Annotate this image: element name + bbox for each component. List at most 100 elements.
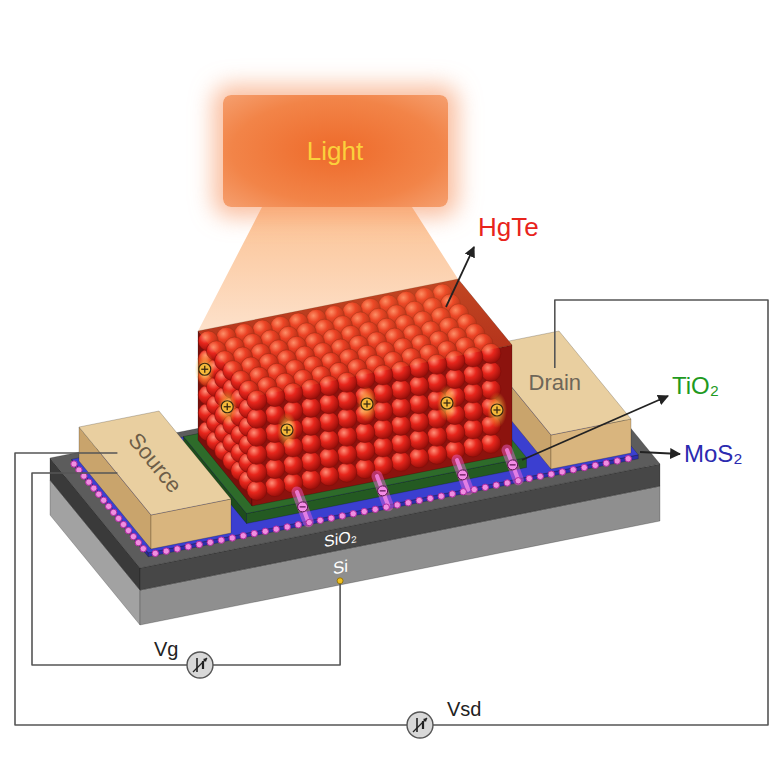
leader-arrow bbox=[446, 247, 474, 307]
material-label: TiO₂ bbox=[672, 372, 719, 400]
electron-dot bbox=[86, 479, 92, 485]
hgte-nanocrystal bbox=[319, 448, 339, 468]
electron-transfer bbox=[507, 450, 518, 480]
hgte-nanocrystal bbox=[391, 451, 411, 471]
electron-dot bbox=[350, 511, 356, 517]
electron-dot bbox=[81, 473, 87, 479]
electron-symbol bbox=[460, 474, 466, 475]
hole-glow bbox=[487, 392, 507, 428]
hole-symbol bbox=[199, 363, 211, 375]
electron-dot bbox=[416, 497, 422, 503]
hgte-nanocrystal bbox=[247, 444, 267, 464]
electron-dot bbox=[251, 530, 257, 536]
hole-glow bbox=[217, 389, 237, 425]
circuit-wire bbox=[32, 473, 340, 665]
hole-glow bbox=[357, 386, 377, 422]
hole-symbol bbox=[281, 424, 293, 436]
hgte-nanocrystal bbox=[409, 412, 429, 432]
hole-symbol bbox=[227, 403, 228, 410]
hgte-nanocrystal bbox=[409, 376, 429, 396]
leader-arrow bbox=[522, 396, 668, 460]
hgte-nanocrystal bbox=[481, 433, 501, 453]
material-label: HgTe bbox=[478, 212, 539, 243]
hgte-nanocrystal bbox=[301, 451, 321, 471]
hole-symbol bbox=[221, 401, 233, 413]
hgte-nanocrystal bbox=[355, 441, 375, 461]
hole-symbol bbox=[496, 407, 497, 414]
electron-symbol bbox=[508, 460, 518, 470]
hgte-nanocrystal bbox=[247, 480, 267, 500]
hgte-nanocrystal bbox=[337, 444, 357, 464]
voltage-source-symbol bbox=[193, 658, 207, 672]
substrate-layer: Si bbox=[329, 555, 352, 579]
electron-dot bbox=[460, 489, 466, 495]
hgte-nanocrystal bbox=[463, 383, 483, 403]
hgte-nanocrystal bbox=[409, 448, 429, 468]
hgte-nanocrystal bbox=[301, 415, 321, 435]
hole-symbol bbox=[441, 397, 453, 409]
node-text: Drain bbox=[529, 370, 582, 396]
hgte-nanocrystal bbox=[319, 412, 339, 432]
edge-label-text: Vg bbox=[154, 638, 178, 661]
electron-dot bbox=[130, 533, 136, 539]
hgte-nanocrystal bbox=[247, 408, 267, 428]
hole-glow bbox=[195, 351, 215, 387]
electron-dot bbox=[174, 546, 180, 552]
electron-dot bbox=[101, 497, 107, 503]
hgte-nanocrystal bbox=[463, 365, 483, 385]
electron-dot bbox=[515, 478, 521, 484]
hole-symbol bbox=[204, 366, 205, 373]
electron-dot bbox=[115, 515, 121, 521]
hgte-nanocrystal bbox=[283, 455, 303, 475]
electron-dot bbox=[372, 506, 378, 512]
electron-symbol bbox=[378, 486, 388, 496]
electron-dot bbox=[504, 480, 510, 486]
voltage-source-symbol bbox=[416, 718, 418, 732]
drain-electrode: Drain bbox=[523, 368, 588, 398]
hgte-nanocrystal bbox=[337, 426, 357, 446]
hgte-nanocrystal bbox=[391, 397, 411, 417]
hgte-nanocrystal bbox=[265, 477, 285, 497]
electron-transfer bbox=[377, 476, 388, 506]
hole-symbol bbox=[361, 398, 373, 410]
voltage-label: Vsd bbox=[445, 698, 483, 721]
hgte-nanocrystal bbox=[481, 361, 501, 381]
hgte-nanocrystal bbox=[373, 437, 393, 457]
hole-symbol bbox=[366, 401, 367, 408]
hgte-nanocrystal bbox=[463, 401, 483, 421]
hgte-nanocrystal bbox=[409, 430, 429, 450]
hole-glow bbox=[437, 385, 457, 421]
electron-dot bbox=[438, 493, 444, 499]
electron-transfer bbox=[507, 450, 518, 480]
hgte-nanocrystal bbox=[319, 394, 339, 414]
electron-dot bbox=[471, 486, 477, 492]
electron-transfer bbox=[457, 460, 468, 490]
electron-transfer bbox=[297, 492, 308, 522]
electron-dot bbox=[405, 500, 411, 506]
hgte-nanocrystal bbox=[337, 390, 357, 410]
hgte-nanocrystal bbox=[247, 462, 267, 482]
electron-dot bbox=[218, 537, 224, 543]
electron-transfer bbox=[457, 460, 468, 490]
electron-dot bbox=[96, 491, 102, 497]
hgte-nanocrystal bbox=[427, 444, 447, 464]
electron-dot bbox=[328, 515, 334, 521]
hgte-nanocrystal bbox=[247, 426, 267, 446]
hole-glow bbox=[277, 412, 297, 448]
voltage-source-symbol bbox=[196, 658, 198, 672]
electron-dot bbox=[339, 513, 345, 519]
hole-symbol bbox=[286, 427, 287, 434]
electron-transfer bbox=[297, 492, 308, 522]
electron-dot bbox=[207, 539, 213, 545]
hgte-nanocrystal bbox=[319, 430, 339, 450]
light-source: Light bbox=[223, 95, 448, 207]
electron-dot bbox=[317, 517, 323, 523]
hgte-nanocrystal bbox=[301, 469, 321, 489]
electron-dot bbox=[581, 464, 587, 470]
voltage-source-symbol bbox=[407, 712, 433, 738]
voltage-source-symbol bbox=[413, 718, 427, 732]
electron-dot bbox=[120, 521, 126, 527]
circuit-wire bbox=[15, 300, 768, 725]
hgte-nanocrystal bbox=[391, 379, 411, 399]
electron-dot bbox=[537, 473, 543, 479]
